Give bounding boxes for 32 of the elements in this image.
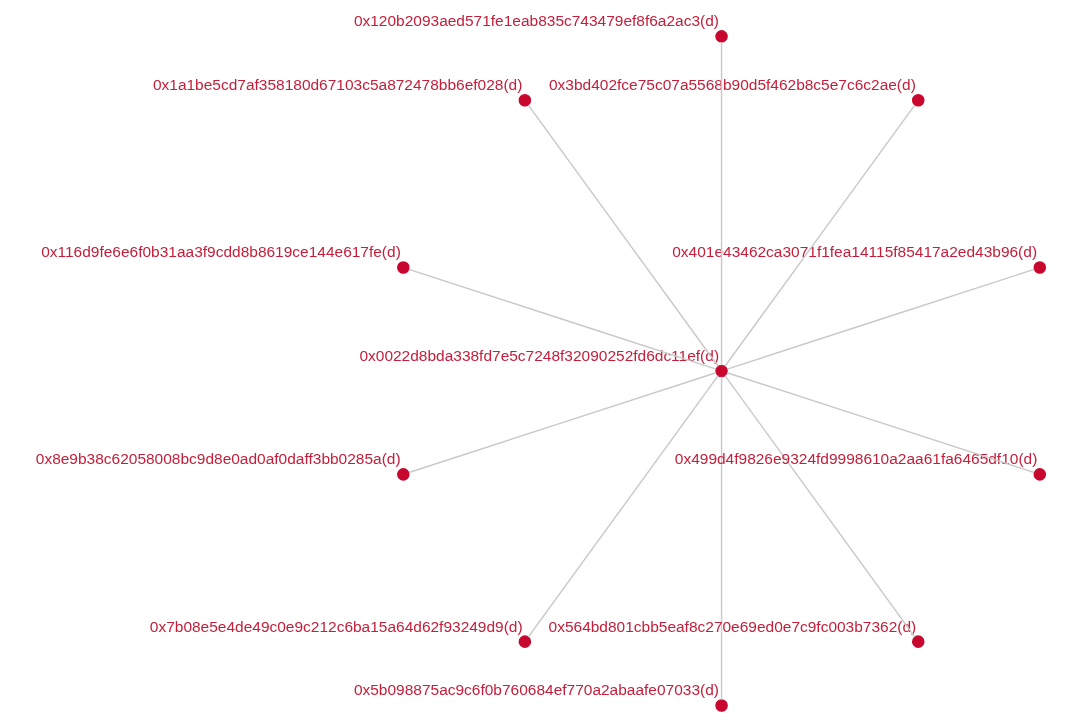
connector [726, 372, 1035, 474]
node-label: 0x8e9b38c62058008bc9d8e0ad0af0daff3bb0285a(d) [35, 450, 401, 468]
connector [724, 374, 916, 638]
connector [724, 104, 916, 367]
node-label: 0x3bd402fce75c07a5568b90d5f462b8c5e7c6c2ae(d) [549, 76, 916, 94]
node-circle [518, 635, 532, 648]
node-label: 0x564bd801cbb5eaf8c270e69ed0e7c9fc003b7362(d) [548, 617, 917, 635]
connector [720, 41, 723, 366]
connector [720, 376, 723, 701]
node-label: 0x401e43462ca3071f1fea14115f85417a2ed43b96(d) [672, 243, 1038, 261]
node-label: 0x1a1be5cd7af358180d67103c5a872478bb6ef028(d) [152, 76, 523, 94]
node-circle [715, 699, 728, 712]
node-circle [1033, 468, 1047, 481]
node-circle [1033, 261, 1047, 274]
node-circle [715, 30, 728, 43]
node-label: 0x499d4f9826e9324fd9998610a2aa61fa6465df10(d) [674, 450, 1038, 468]
node-label: 0x120b2093aed571fe1eab835c743479ef8f6a2ac3(d) [353, 12, 719, 30]
node-circle [911, 635, 925, 648]
node-circle [911, 93, 925, 107]
connector [726, 268, 1035, 370]
node-label: 0x7b08e5e4de49c0e9c212c6ba15a64d62f93249d9(d) [149, 617, 523, 635]
node-circle [518, 93, 532, 107]
connector [527, 374, 719, 638]
node-label: 0x116d9fe6e6f0b31aa3f9cdd8b8619ce144e617fe(d) [41, 243, 401, 261]
node-label: 0x0022d8bda338fd7e5c7248f32090252fd6dc11ef(d) [359, 346, 720, 364]
connector [527, 104, 719, 367]
connector [408, 268, 717, 370]
connector [408, 372, 717, 474]
node-label: 0x5b098875ac9c6f0b760684ef770a2abaafe07033(d) [353, 681, 719, 699]
node-circle [397, 468, 410, 481]
node-circle [397, 261, 410, 274]
node-circle [715, 364, 728, 378]
